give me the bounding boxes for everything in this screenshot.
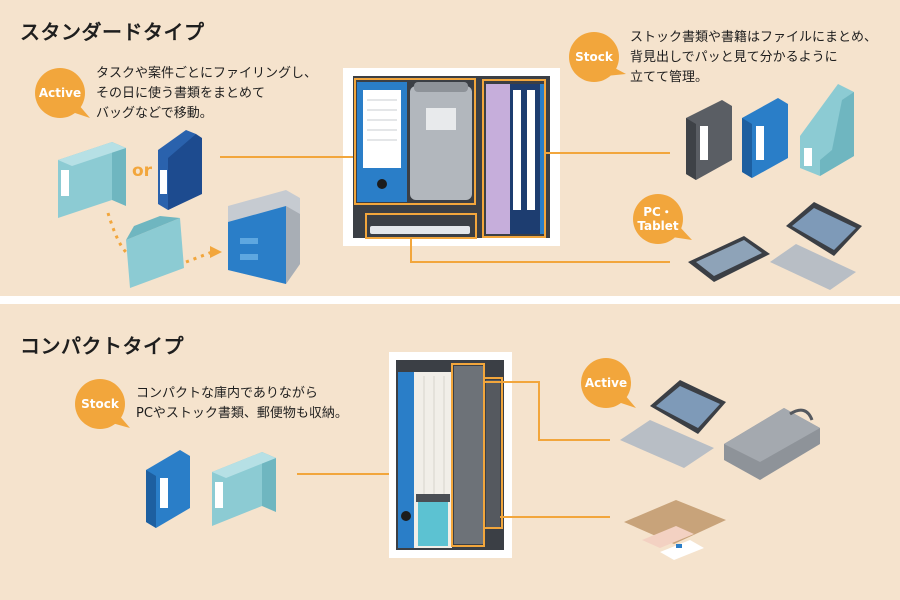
or-label: or [132,161,153,181]
flow-arrow-2 [185,250,213,264]
stock-badge-bubble-standard [569,32,626,82]
laptop-icon-compact [620,380,726,468]
pc-tablet-badge: PC・ Tablet [637,205,679,233]
section-title-standard: スタンダードタイプ [20,20,205,44]
binder-blue-icon [742,98,788,178]
section-title-compact: コンパクトタイプ [20,334,184,358]
cabinet-standard-illustration [343,68,560,246]
active-desc-standard: タスクや案件ごとにファイリングし、 その日に使う書類をまとめて バッグなどで移動… [96,66,318,121]
laptop-sleeve-icon [724,408,820,480]
magazine-file-icon [158,130,202,210]
envelope-mail-icon [624,500,726,560]
pc-tablet-badge-bubble [633,194,692,244]
connector-pc-standard [410,238,670,263]
section-divider [0,296,900,304]
stock-badge-standard: Stock [575,50,613,64]
stock-badge-compact: Stock [81,397,119,411]
active-badge-compact: Active [584,376,628,390]
stock-desc-compact: コンパクトな庫内でありながら PCやストック書類、郵便物も収納。 [136,386,348,421]
file-box-icon [58,142,126,218]
binder-blue-icon-compact [146,450,190,528]
cabinet-compact-illustration [389,352,512,558]
binder-gray-icon [686,100,732,180]
active-badge-bubble-standard [35,68,90,118]
laptop-icon [770,202,862,290]
file-stand-icon [800,84,854,176]
active-badge-bubble-compact [581,358,636,408]
active-badge-standard: Active [38,86,82,100]
tablet-icon [688,236,770,282]
connector-active-compact [484,381,610,441]
document-folder-icon [126,216,184,288]
stock-badge-bubble-compact [75,379,130,429]
file-box-icon-compact [212,452,276,526]
mug-icon [416,494,450,546]
flow-arrow-1 [106,212,130,256]
stock-desc-standard: ストック書類や書籍はファイルにまとめ、 背見出しでパッと見て分かるように 立てて… [630,30,878,85]
file-bag-icon [228,190,300,284]
